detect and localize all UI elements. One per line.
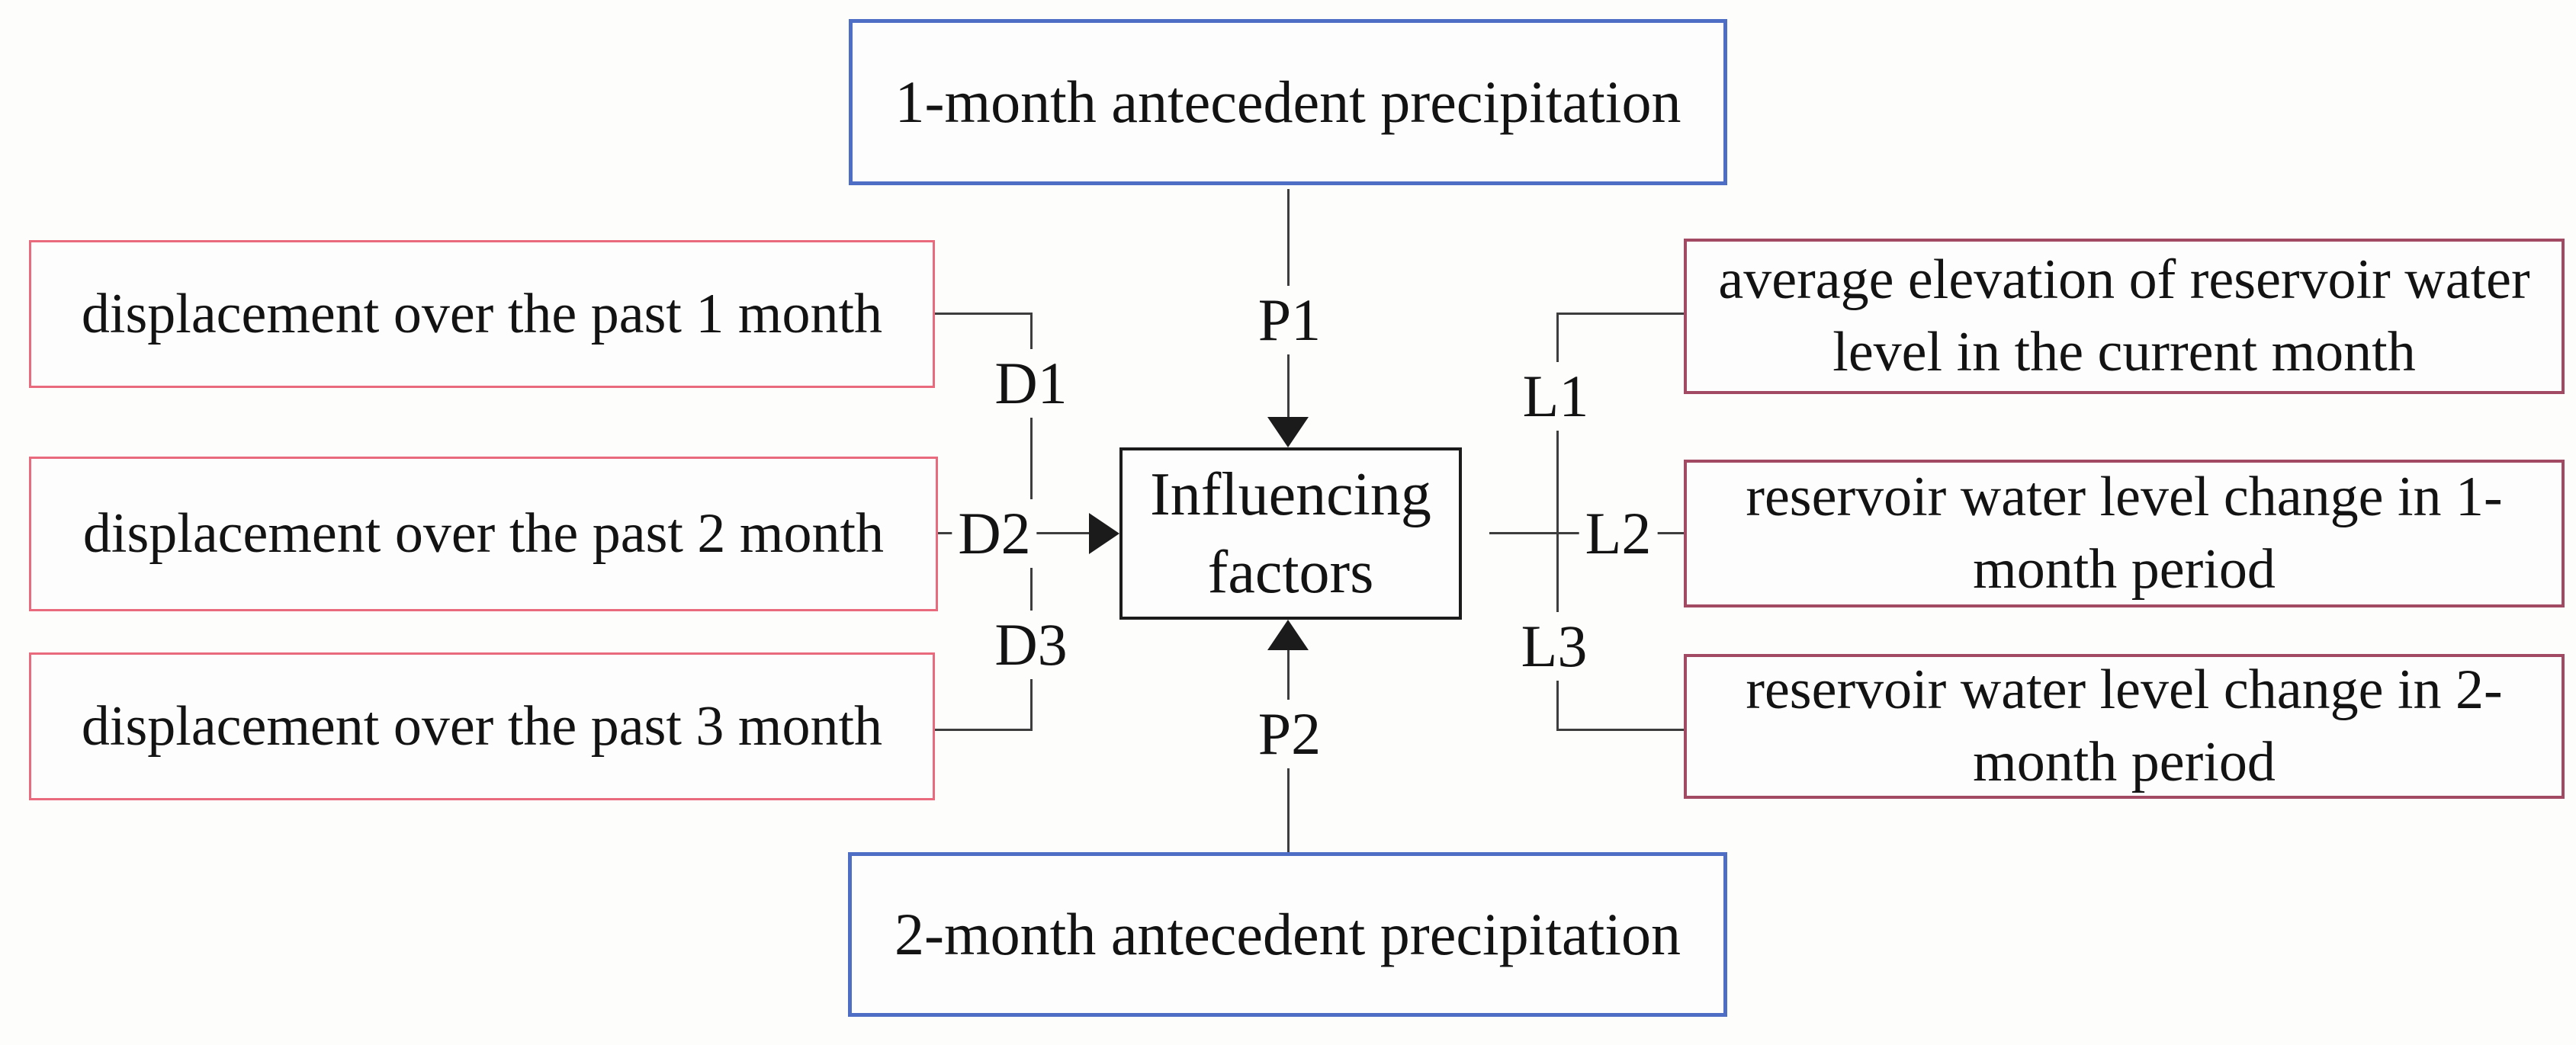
arrowhead-bottom-into-center-icon — [1267, 620, 1309, 650]
edge-label-l3: L3 — [1514, 612, 1594, 681]
box-displacement-past-1-month: displacement over the past 1 month — [29, 240, 935, 388]
box-label: Influencing factors — [1150, 460, 1431, 606]
connector-d3-horizontal — [935, 729, 1033, 731]
edge-label-p1: P1 — [1251, 286, 1328, 354]
box-displacement-past-3-month: displacement over the past 3 month — [29, 652, 935, 800]
edge-label-d2: D2 — [952, 499, 1037, 568]
edge-label-l2: L2 — [1579, 499, 1658, 568]
box-1-month-antecedent-precipitation: 1-month antecedent precipitation — [849, 19, 1727, 185]
box-label: displacement over the past 2 month — [82, 502, 885, 566]
box-influencing-factors: Influencing factors — [1119, 447, 1462, 620]
connector-l1-horizontal — [1557, 313, 1685, 315]
box-label: displacement over the past 3 month — [81, 694, 883, 758]
box-average-reservoir-water-level: average elevation of reservoir water lev… — [1684, 239, 2565, 394]
box-water-level-change-2-month: reservoir water level change in 2-month … — [1684, 654, 2565, 799]
box-label: average elevation of reservoir water lev… — [1718, 248, 2530, 383]
edge-label-p2: P2 — [1251, 700, 1328, 768]
box-label: displacement over the past 1 month — [81, 282, 883, 345]
edge-label-d3: D3 — [988, 611, 1074, 679]
box-label: reservoir water level change in 1-month … — [1746, 466, 2503, 601]
connector-d1-horizontal — [935, 313, 1033, 315]
arrowhead-top-into-center-icon — [1267, 417, 1309, 447]
box-label: 2-month antecedent precipitation — [895, 901, 1681, 968]
edge-label-d1: D1 — [988, 349, 1074, 418]
arrowhead-left-into-center-icon — [1089, 513, 1119, 554]
box-label: 1-month antecedent precipitation — [895, 69, 1681, 136]
box-water-level-change-1-month: reservoir water level change in 1-month … — [1684, 460, 2565, 607]
connector-right-vertical — [1556, 313, 1559, 731]
box-displacement-past-2-month: displacement over the past 2 month — [29, 457, 938, 611]
box-2-month-antecedent-precipitation: 2-month antecedent precipitation — [848, 852, 1727, 1017]
edge-label-l1: L1 — [1516, 362, 1595, 431]
connector-l3-horizontal — [1557, 729, 1685, 731]
box-label: reservoir water level change in 2-month … — [1746, 659, 2503, 793]
